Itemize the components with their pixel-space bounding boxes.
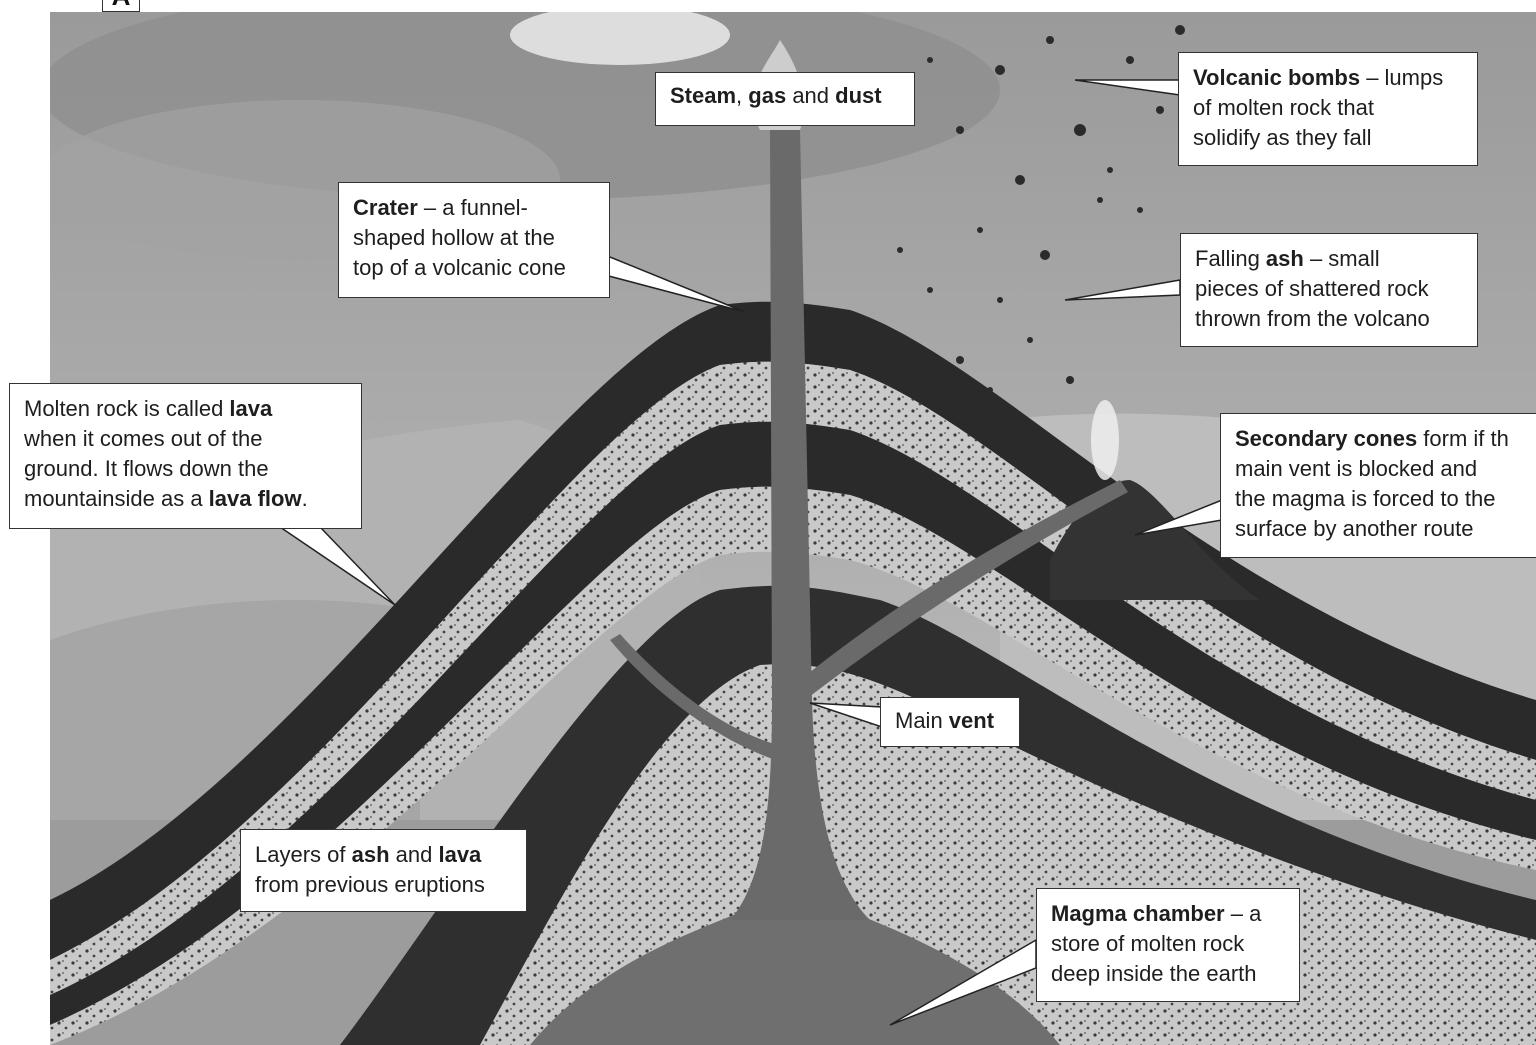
figure-letter: A (102, 0, 140, 12)
label-magma-chamber: Magma chamber – a store of molten rock d… (1036, 888, 1300, 1002)
label-lava: Molten rock is called lava when it comes… (9, 383, 362, 529)
label-secondary-cones: Secondary cones form if th main vent is … (1220, 413, 1536, 558)
label-crater: Crater – a funnel- shaped hollow at the … (338, 182, 610, 298)
label-falling-ash: Falling ash – small pieces of shattered … (1180, 233, 1478, 347)
label-volcanic-bombs: Volcanic bombs – lumps of molten rock th… (1178, 52, 1478, 166)
label-layers: Layers of ash and lava from previous eru… (240, 829, 527, 912)
label-main-vent: Main vent (880, 697, 1020, 747)
label-steam-gas-dust: Steam, gas and dust (655, 72, 915, 126)
